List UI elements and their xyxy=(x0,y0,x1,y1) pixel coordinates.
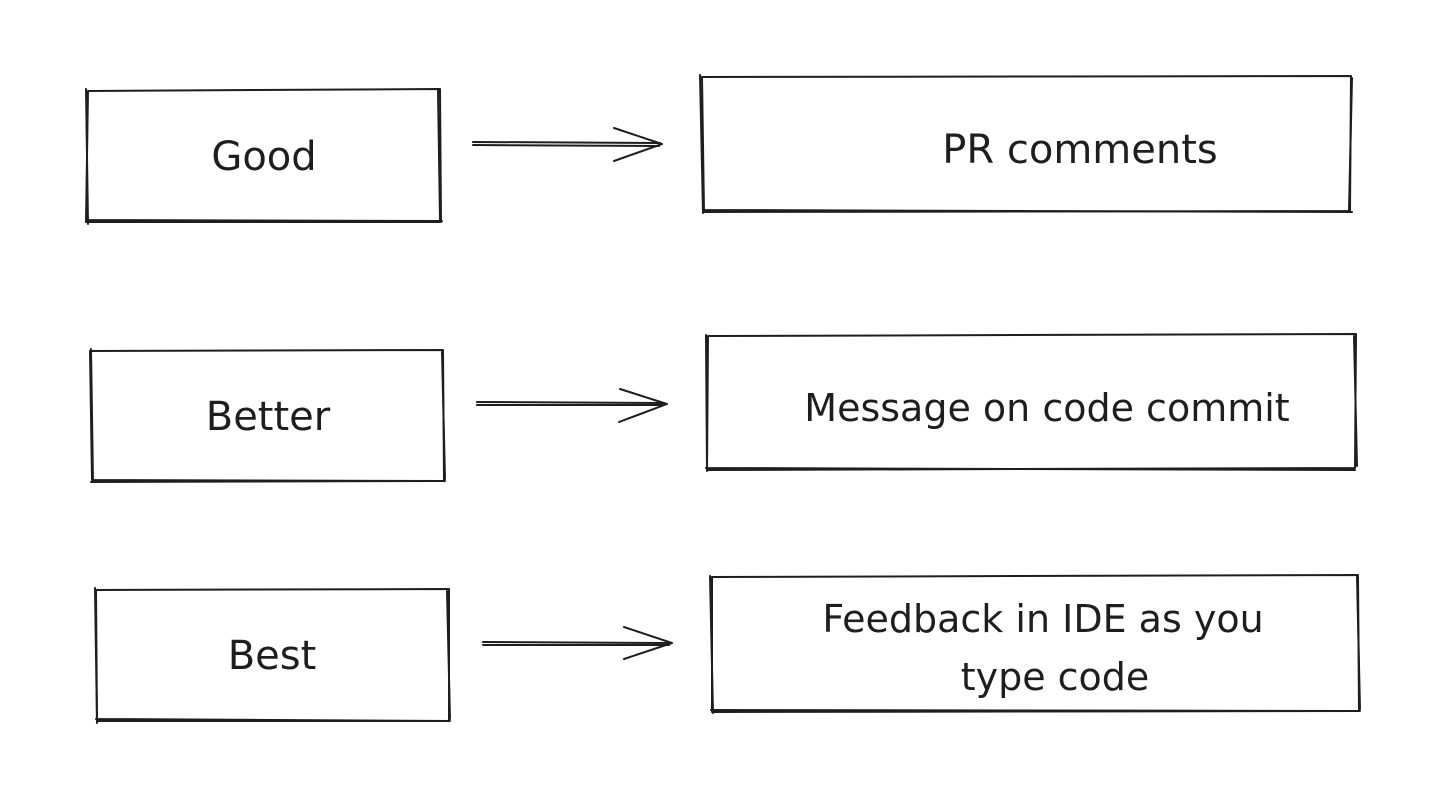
feedback-box-pr-comments: PR comments xyxy=(699,74,1353,214)
level-label-good: Good xyxy=(211,134,316,180)
arrow-good xyxy=(472,127,663,162)
feedback-box-message-on-code-commit: Message on code commit xyxy=(705,333,1358,472)
arrow-better xyxy=(476,388,668,423)
row-good: Good PR comments xyxy=(85,74,1353,225)
level-box-better: Better xyxy=(89,348,446,483)
level-box-good: Good xyxy=(85,88,443,225)
feedback-label-pr-comments: PR comments xyxy=(942,127,1218,173)
arrow-best xyxy=(482,626,673,660)
feedback-label-feedback-in-ide-line-2: type code xyxy=(961,655,1150,699)
level-label-better: Better xyxy=(206,394,331,440)
row-best: Best Feedback in IDE as you type code xyxy=(94,574,1361,724)
feedback-label-feedback-in-ide-line-1: Feedback in IDE as you xyxy=(822,597,1263,641)
level-label-best: Best xyxy=(228,633,317,679)
feedback-box-feedback-in-ide: Feedback in IDE as you type code xyxy=(709,574,1361,714)
level-box-best: Best xyxy=(94,587,451,724)
feedback-label-message-on-code-commit: Message on code commit xyxy=(804,386,1289,430)
row-better: Better Message on code commit xyxy=(89,333,1358,483)
